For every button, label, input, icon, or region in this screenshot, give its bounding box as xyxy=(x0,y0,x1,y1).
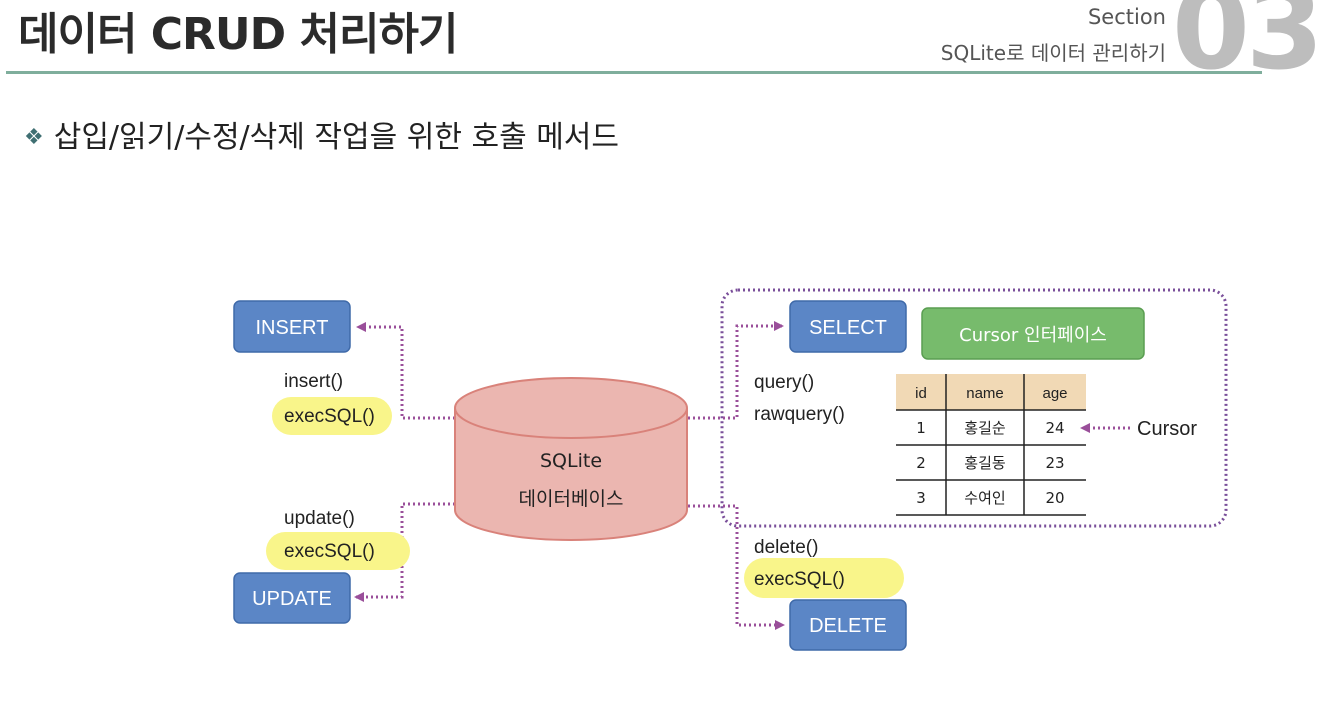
section-subtitle: SQLite로 데이터 관리하기 xyxy=(940,41,1166,65)
db-to-insert-connector xyxy=(356,322,455,420)
select-query-method: query() xyxy=(754,372,814,393)
table-cell: 홍길순 xyxy=(964,419,1006,437)
table-header-bg xyxy=(896,374,1086,410)
insert-box xyxy=(233,300,351,353)
delete-box xyxy=(789,599,907,651)
delete-execsql-method: execSQL() xyxy=(754,569,845,590)
crud-diagram: SQLite 데이터베이스 INSERT insert() execSQL() … xyxy=(233,288,1228,651)
result-table: id name age 1 홍길순 24 2 홍길동 23 3 수여인 20 xyxy=(896,374,1086,516)
table-header-id: id xyxy=(915,385,927,402)
select-box xyxy=(789,300,907,353)
db-to-select-connector xyxy=(688,321,784,420)
insert-label: INSERT xyxy=(256,317,329,339)
delete-label: DELETE xyxy=(809,615,887,637)
cursor-interface-label: Cursor 인터페이스 xyxy=(959,325,1107,346)
insert-method: insert() xyxy=(284,371,343,392)
table-cell: 23 xyxy=(1045,454,1064,472)
db-to-update-connector xyxy=(354,502,455,602)
table-cell: 1 xyxy=(916,419,926,437)
cursor-label: Cursor xyxy=(1137,418,1197,440)
sqlite-database xyxy=(454,377,688,541)
subheading-text: 삽입/읽기/수정/삭제 작업을 위한 호출 메서드 xyxy=(53,120,620,155)
database-label-line2: 데이터베이스 xyxy=(519,488,624,510)
db-to-delete-connector xyxy=(688,504,785,630)
update-execsql-highlight xyxy=(266,532,410,570)
insert-execsql-highlight xyxy=(272,397,392,435)
table-header-age: age xyxy=(1042,385,1067,402)
select-label: SELECT xyxy=(809,317,887,339)
cursor-interface-box xyxy=(921,307,1145,360)
subheading: ❖ 삽입/읽기/수정/삭제 작업을 위한 호출 메서드 xyxy=(24,116,619,160)
update-method: update() xyxy=(284,508,355,529)
table-header-name: name xyxy=(966,385,1004,402)
select-rawquery-method: rawquery() xyxy=(754,404,845,425)
table-cell: 2 xyxy=(916,454,926,472)
update-execsql-method: execSQL() xyxy=(284,541,375,562)
update-label: UPDATE xyxy=(252,588,332,610)
delete-execsql-highlight xyxy=(744,558,904,598)
section-label: Section xyxy=(1087,5,1166,29)
update-box xyxy=(233,572,351,624)
table-cell: 20 xyxy=(1045,489,1064,507)
title-rule xyxy=(6,71,1262,74)
table-cell: 홍길동 xyxy=(964,454,1006,472)
diamond-bullet-icon: ❖ xyxy=(24,125,44,150)
table-cell: 24 xyxy=(1045,419,1064,437)
table-cell: 3 xyxy=(916,489,926,507)
insert-execsql-method: execSQL() xyxy=(284,406,375,427)
page-title: 데이터 CRUD 처리하기 xyxy=(18,9,458,60)
database-label-line1: SQLite xyxy=(540,450,602,472)
table-cell: 수여인 xyxy=(964,489,1005,507)
select-group-frame xyxy=(720,288,1228,528)
delete-method: delete() xyxy=(754,537,818,558)
